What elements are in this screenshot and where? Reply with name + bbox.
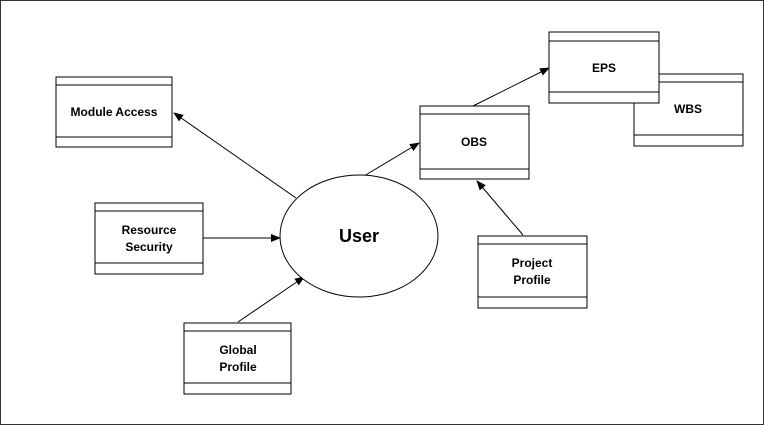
arrow-project-profile-to-obs [476,180,524,236]
global-profile-label-line2: Profile [219,360,257,374]
project-profile-label-line2: Profile [513,273,551,287]
resource-security-box: Resource Security [94,202,204,275]
global-profile-box: Global Profile [183,322,292,395]
resource-security-label-line1: Resource [122,223,177,237]
global-profile-label-line1: Global [219,343,256,357]
project-profile-label-line1: Project [512,256,553,270]
module-access-box: Module Access [55,76,173,148]
obs-label: OBS [461,135,487,149]
eps-box: EPS [548,31,660,104]
arrow-user-to-obs [363,142,420,177]
user-label: User [339,226,379,246]
resource-security-label-line2: Security [125,240,173,254]
obs-box: OBS [419,105,530,180]
arrow-global-profile-to-user [237,276,305,323]
arrow-user-to-module-access [173,112,297,199]
eps-label: EPS [592,61,616,75]
module-access-label: Module Access [71,105,158,119]
user-node: User [279,174,439,298]
project-profile-box: Project Profile [477,235,588,309]
wbs-label: WBS [674,102,702,116]
arrow-obs-to-eps [472,67,550,107]
